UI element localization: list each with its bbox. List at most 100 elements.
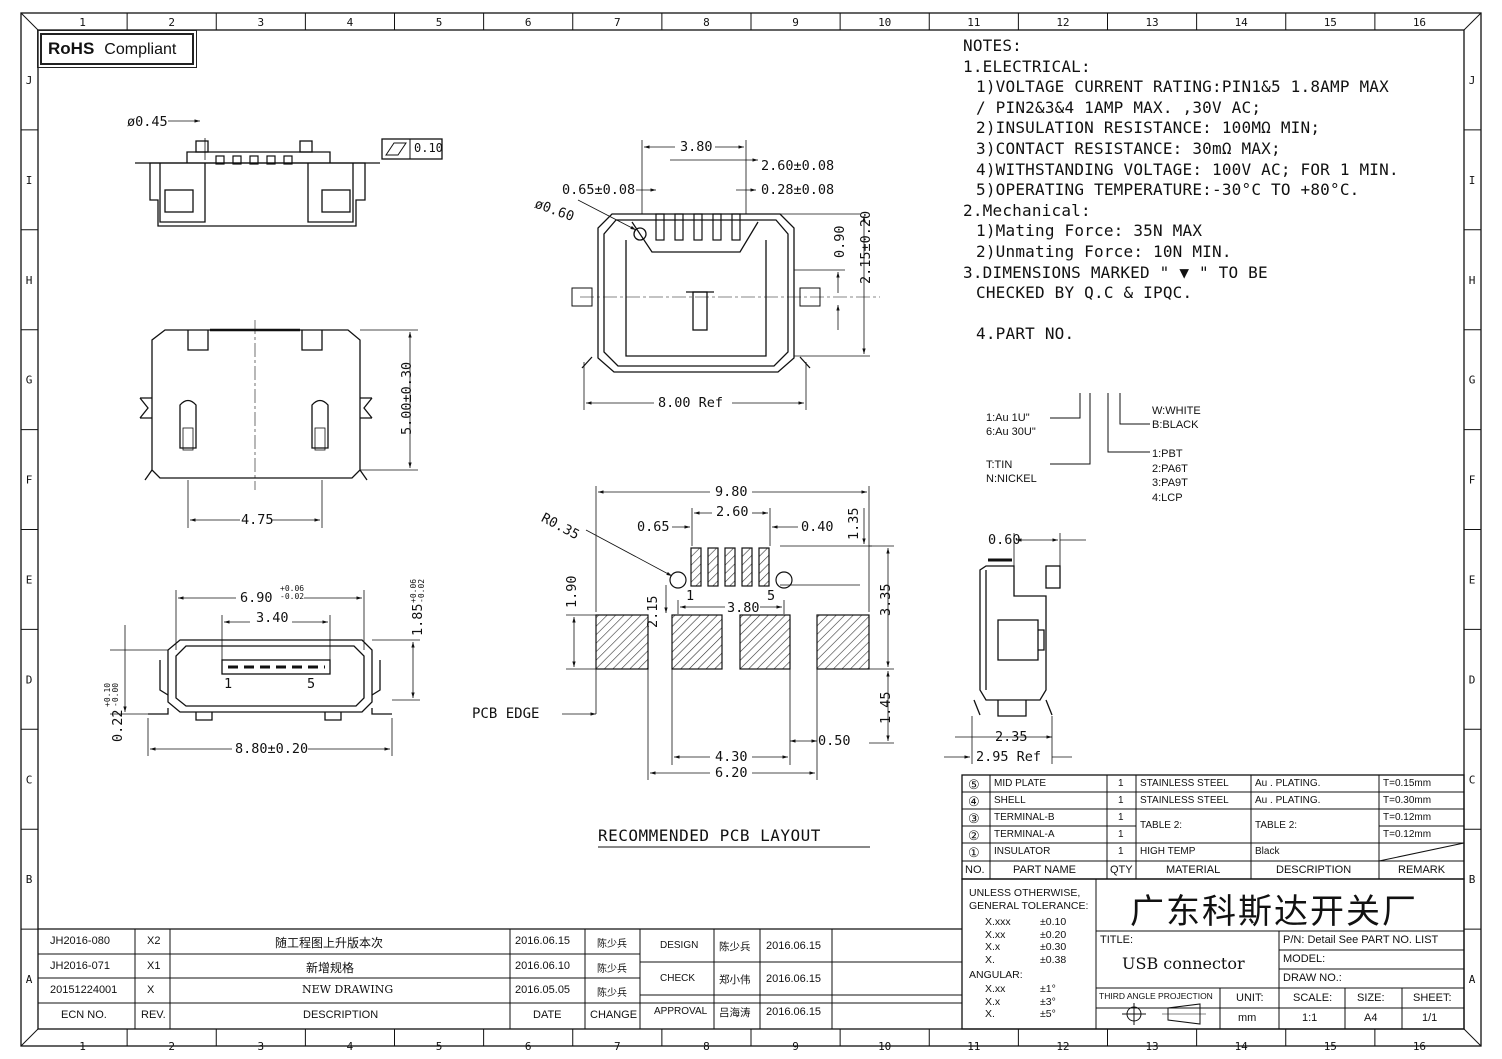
bom-material: STAINLESS STEEL	[1140, 778, 1229, 789]
base-option: N:NICKEL	[986, 473, 1037, 485]
material-option: 4:LCP	[1152, 491, 1183, 504]
pin1-label: 1	[224, 676, 233, 692]
dim-h022: 0.22	[110, 709, 126, 742]
company-name: 广东科斯达开关厂	[1130, 892, 1418, 932]
grid-col-label: 16	[1413, 16, 1426, 29]
grid-col-label: 7	[614, 16, 621, 29]
part-no-plating: 1:Au 1U" 6:Au 30U"	[986, 411, 1036, 439]
grid-col-label: 5	[436, 1040, 443, 1053]
grid-col-label: 5	[436, 16, 443, 29]
note-line: 2)Unmating Force: 10N MIN.	[976, 241, 1232, 261]
grid-row-label: H	[26, 274, 33, 287]
bom-description: Au . PLATING.	[1255, 778, 1321, 789]
revision-header-ecn: ECN NO.	[61, 1009, 107, 1021]
material-option: 2:PA6T	[1152, 462, 1188, 475]
notes-block: NOTES:1.ELECTRICAL:1)VOLTAGE CURRENT RAT…	[963, 36, 1399, 345]
color-option: B:BLACK	[1152, 419, 1199, 431]
angular-key: X.xx	[985, 983, 1006, 995]
tolerance-key: X.xxx	[985, 916, 1011, 928]
revision-header-date: DATE	[533, 1009, 562, 1021]
dim-h185: 1.85	[410, 603, 426, 636]
dim-w475: 4.75	[241, 512, 274, 528]
size-label: SIZE:	[1357, 992, 1385, 1004]
bom-table-grid	[961, 774, 1465, 880]
grid-col-label: 10	[878, 1040, 891, 1053]
revision-table-grid	[38, 928, 962, 1029]
note-line: 2)INSULATION RESISTANCE: 100MΩ MIN;	[976, 118, 1321, 138]
bom-material: HIGH TEMP	[1140, 846, 1196, 857]
drawing-title: USB connector	[1122, 954, 1245, 973]
grid-col-label: 1	[79, 16, 86, 29]
grid-col-label: 14	[1235, 1040, 1249, 1053]
part-no-material: 1:PBT 2:PA6T 3:PA9T 4:LCP	[1152, 447, 1188, 505]
dim-w065: 0.65±0.08	[562, 182, 636, 198]
note-line: 3.DIMENSIONS MARKED " ▼ " TO BE	[963, 262, 1268, 282]
approval-date: 2016.06.15	[766, 940, 822, 952]
grid-col-label: 2	[168, 1040, 175, 1053]
pcb-dim-135: 1.35	[846, 507, 862, 540]
grid-row-label: I	[1469, 174, 1476, 187]
front-view	[110, 590, 420, 756]
tolerance-key: X.x	[985, 941, 1001, 953]
note-line: 1.ELECTRICAL:	[963, 56, 1091, 76]
revision-header-description: DESCRIPTION	[303, 1009, 379, 1021]
angular-value: ±5°	[1040, 1008, 1056, 1020]
bom-item-no: ⑤	[968, 777, 980, 792]
grid-row-label: B	[26, 873, 33, 886]
dim-w340: 3.40	[256, 610, 289, 626]
dim-w880: 8.80±0.20	[235, 741, 309, 757]
plating-option: 6:Au 30U"	[986, 426, 1036, 438]
approval-role: APPROVAL	[654, 1006, 708, 1017]
approval-date: 2016.06.15	[766, 973, 822, 985]
grid-row-label: J	[26, 74, 33, 87]
revision-rev: X1	[147, 960, 161, 972]
bom-qty: 1	[1118, 778, 1124, 789]
base-option: T:TIN	[986, 459, 1013, 471]
grid-col-label: 4	[347, 1040, 354, 1053]
size-value: A4	[1364, 1012, 1378, 1024]
grid-col-label: 11	[967, 1040, 980, 1053]
pcb-pin1-label: 1	[686, 588, 695, 604]
bom-header-description: DESCRIPTION	[1276, 864, 1352, 876]
side-dim-235: 2.35	[995, 729, 1028, 745]
angular-key: X.	[985, 1008, 995, 1020]
tolerance-value: ±0.20	[1040, 928, 1067, 941]
sheet-value: 1/1	[1422, 1012, 1438, 1024]
bom-qty: 1	[1118, 812, 1124, 823]
pcb-dim-215: 2.15	[645, 595, 661, 628]
grid-row-label: C	[1469, 773, 1476, 786]
revision-changed-by: 陈少兵	[597, 964, 627, 975]
grid-col-label: 14	[1235, 16, 1249, 29]
grid-col-label: 3	[258, 1040, 265, 1053]
pcb-dim-190: 1.90	[564, 575, 580, 608]
dim-w690: 6.90	[240, 590, 273, 606]
draw-no-label: DRAW NO.:	[1283, 972, 1342, 984]
grid-row-label: D	[1469, 673, 1476, 686]
approval-role: DESIGN	[660, 940, 699, 951]
approval-date: 2016.06.15	[766, 1006, 822, 1018]
dim-h022-tol: +0.10 -0.00	[103, 682, 120, 707]
pcb-dim-980: 9.80	[715, 484, 748, 500]
dim-h090: 0.90	[832, 225, 848, 258]
grid-col-label: 8	[703, 1040, 710, 1053]
note-line	[963, 304, 1399, 325]
grid-row-label: I	[26, 174, 33, 187]
bom-remark: T=0.12mm	[1383, 812, 1432, 823]
part-no-tree	[1050, 393, 1150, 465]
bom-description: Black	[1255, 846, 1280, 857]
dim-h185-tol: +0.06 -0.02	[409, 578, 426, 603]
approval-name: 吕海涛	[719, 1007, 751, 1019]
bom-item-no: ②	[968, 828, 980, 843]
grid-row-label: E	[1469, 573, 1476, 586]
grid-col-label: 6	[525, 16, 532, 29]
revision-header-change: CHANGE	[590, 1009, 638, 1021]
rear-view	[571, 140, 880, 410]
dim-w800: 8.00 Ref	[658, 395, 724, 411]
grid-row-label: H	[1469, 274, 1476, 287]
model-label: MODEL:	[1283, 953, 1326, 965]
unit-label: UNIT:	[1236, 992, 1264, 1004]
side-profile-view	[944, 533, 1086, 764]
bom-header-material: MATERIAL	[1166, 864, 1221, 876]
grid-col-label: 15	[1324, 16, 1337, 29]
